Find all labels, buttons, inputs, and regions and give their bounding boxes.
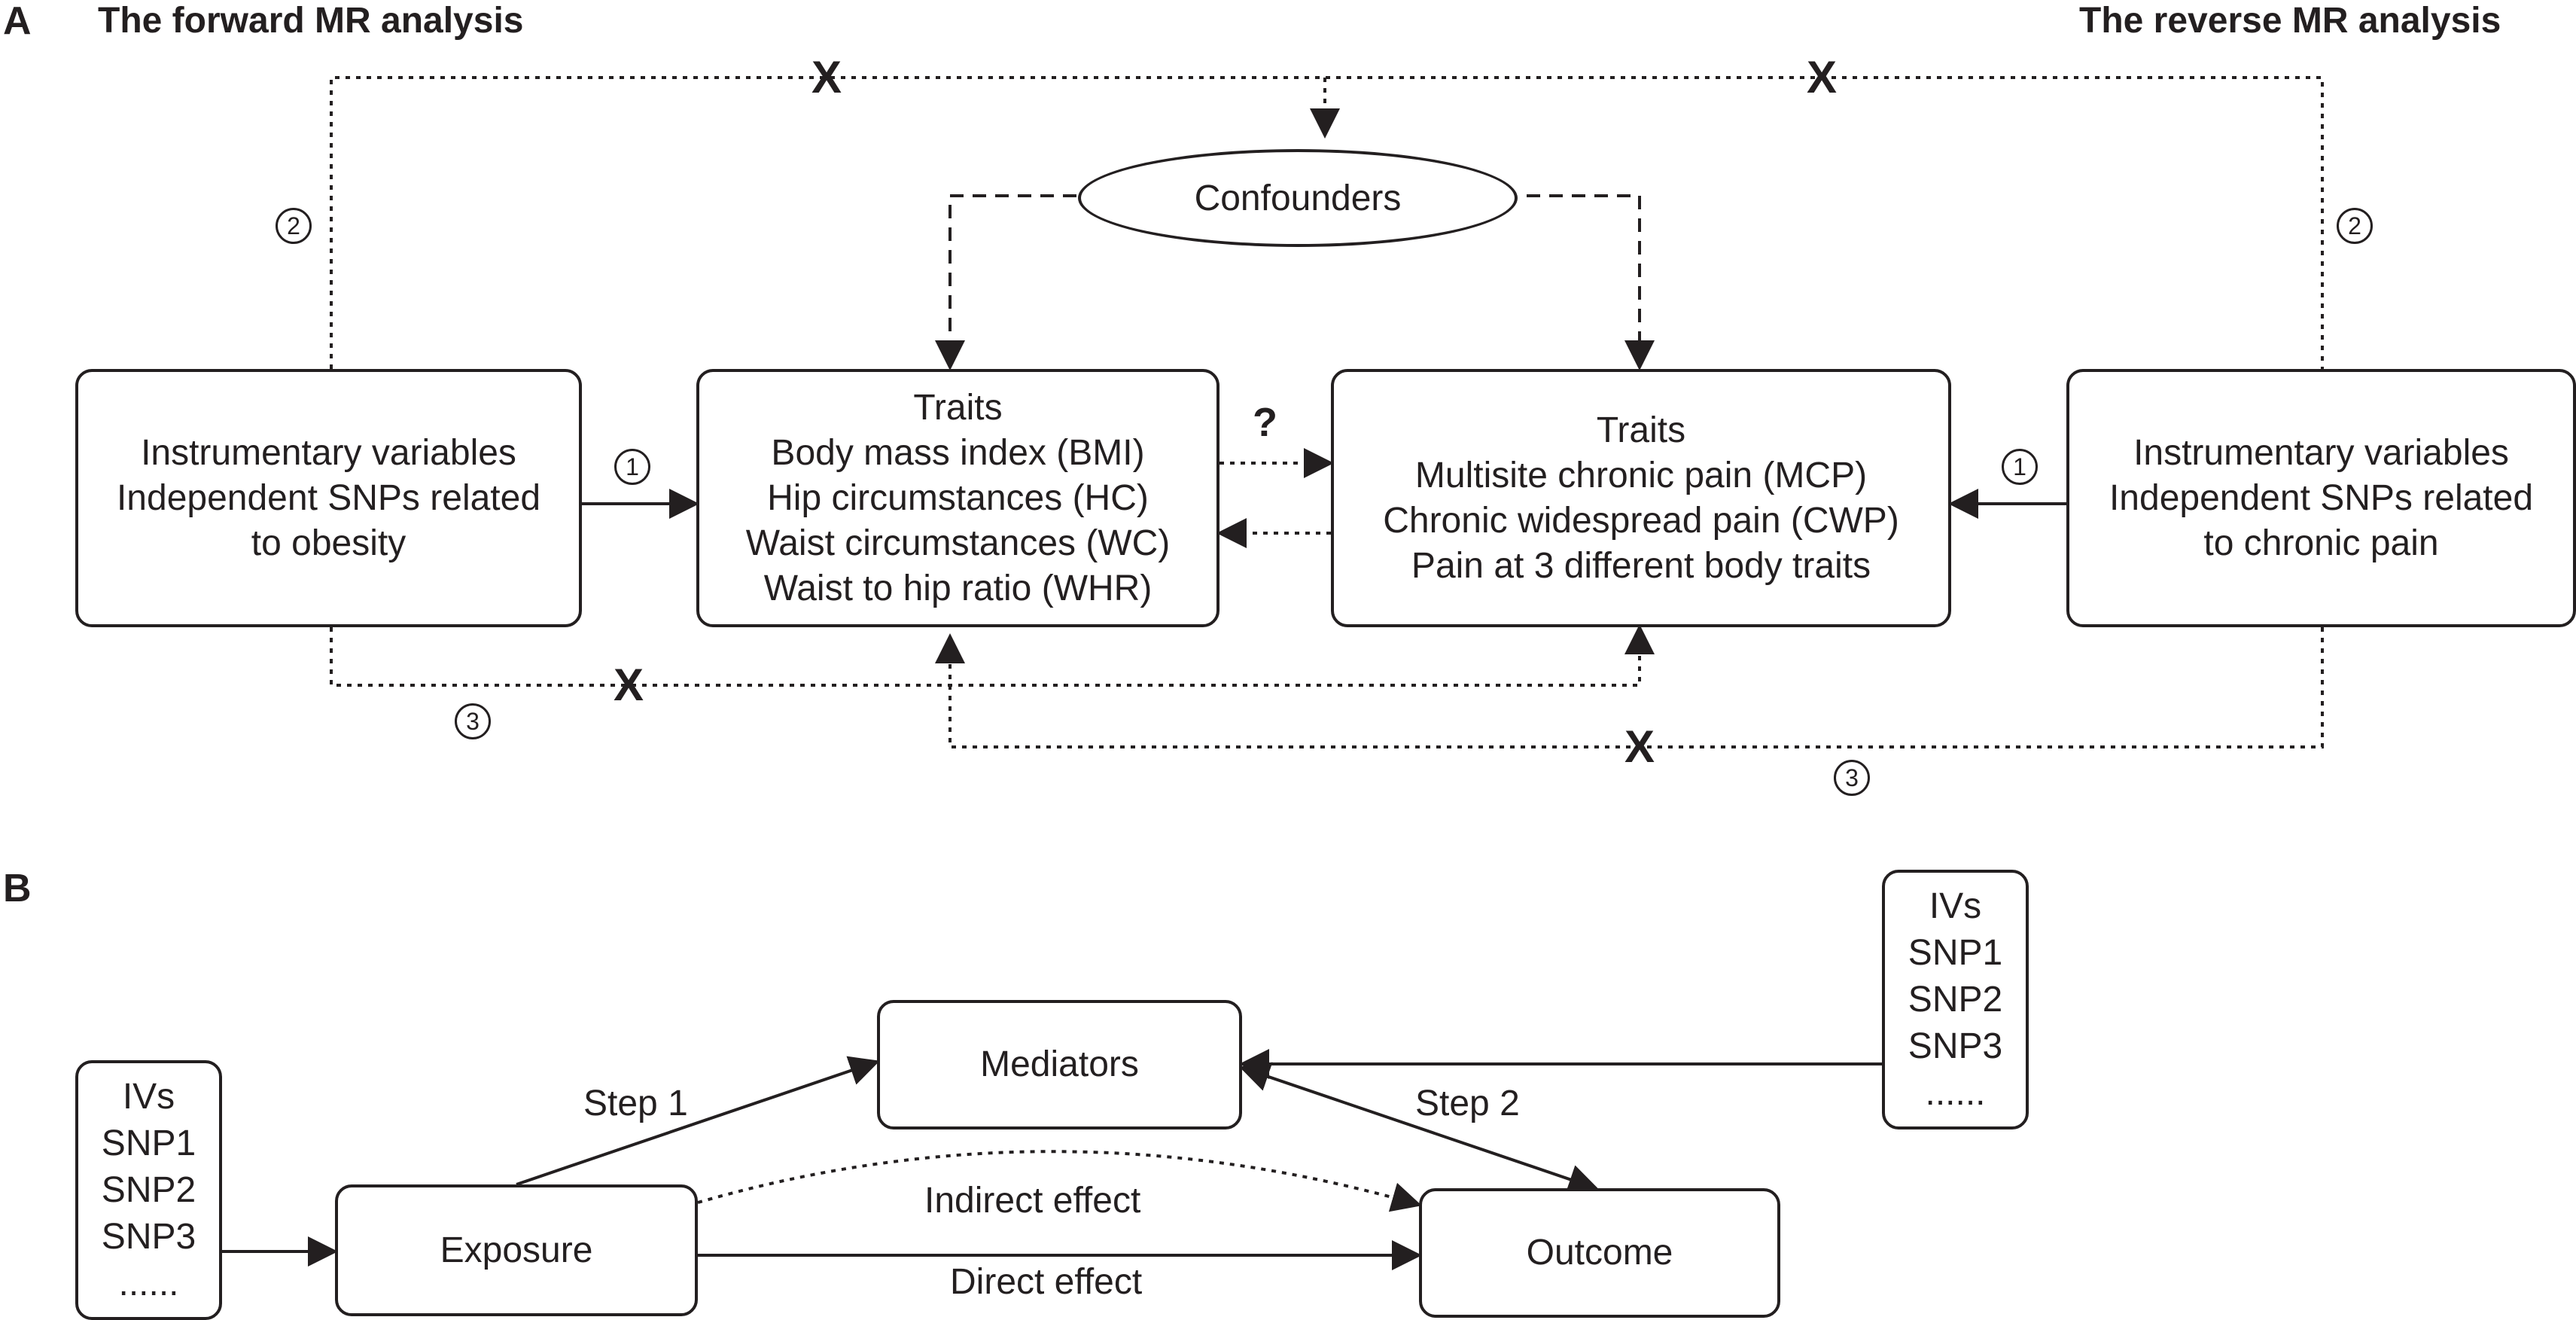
obesity-traits-box: Traits Body mass index (BMI) Hip circums… — [696, 369, 1219, 627]
reverse-mr-title: The reverse MR analysis — [2079, 1, 2501, 41]
obesity-traits-line-2: Body mass index (BMI) — [771, 432, 1145, 473]
iv-obesity-line-1: Instrumentary variables — [141, 432, 516, 473]
forward-direct-path — [330, 624, 1655, 687]
step-1-marker-left: 1 — [614, 449, 650, 485]
confounders-node: Confounders — [1078, 149, 1518, 247]
forward-confounder-path — [330, 76, 2324, 369]
outcome-box: Outcome — [1419, 1188, 1780, 1318]
iv-obesity-line-2: Independent SNPs related — [116, 477, 541, 518]
x-mark-top-left: X — [811, 52, 842, 102]
obesity-traits-line-5: Waist to hip ratio (WHR) — [763, 568, 1153, 608]
outcome-label: Outcome — [1526, 1233, 1673, 1273]
exposure-box: Exposure — [335, 1184, 698, 1316]
exposure-label: Exposure — [440, 1230, 593, 1270]
pain-traits-line-1: Traits — [1596, 410, 1686, 450]
step1-arrow — [516, 1056, 880, 1186]
ivs-right-line-4: SNP3 — [1908, 1026, 2003, 1066]
pain-traits-line-2: Multisite chronic pain (MCP) — [1414, 455, 1868, 495]
ivs-right-line-5: ...... — [1925, 1072, 1986, 1113]
x-mark-top-right: X — [1806, 52, 1838, 102]
ivs-right-line-2: SNP1 — [1908, 932, 2003, 973]
step-3-marker-right: 3 — [1834, 760, 1870, 796]
mediators-label: Mediators — [980, 1044, 1139, 1084]
step-1-marker-right: 1 — [2002, 449, 2038, 485]
indirect-effect-label: Indirect effect — [924, 1181, 1141, 1221]
iv-pain-line-3: to chronic pain — [2203, 523, 2439, 563]
ivs-left-line-2: SNP1 — [101, 1123, 196, 1163]
question-mark: ? — [1253, 400, 1277, 445]
step-3-marker-left: 3 — [455, 703, 491, 739]
ivs-right-line-3: SNP2 — [1908, 979, 2003, 1020]
panel-a-label: A — [3, 0, 32, 43]
iv-obesity-box: Instrumentary variables Independent SNPs… — [75, 369, 582, 627]
step2-arrow — [1239, 1062, 1599, 1194]
direct-effect-label: Direct effect — [950, 1262, 1143, 1302]
obesity-traits-line-3: Hip circumstances (HC) — [767, 477, 1149, 518]
pain-traits-line-4: Pain at 3 different body traits — [1411, 545, 1871, 586]
mediators-box: Mediators — [877, 1000, 1242, 1129]
x-mark-bottom-reverse: X — [1624, 721, 1655, 772]
obesity-traits-line-4: Waist circumstances (WC) — [745, 523, 1171, 563]
step-2-label: Step 2 — [1415, 1084, 1520, 1123]
ivs-left-box: IVs SNP1 SNP2 SNP3 ...... — [75, 1060, 222, 1320]
ivs-right-line-1: IVs — [1929, 886, 1982, 926]
step-1-label: Step 1 — [583, 1084, 688, 1123]
iv-pain-box: Instrumentary variables Independent SNPs… — [2066, 369, 2576, 627]
x-mark-bottom-forward: X — [613, 660, 644, 710]
indirect-effect-arrow — [697, 1150, 1422, 1212]
step-2-marker-right: 2 — [2337, 208, 2373, 244]
ivs-left-line-3: SNP2 — [101, 1169, 196, 1210]
pain-traits-box: Traits Multisite chronic pain (MCP) Chro… — [1331, 369, 1951, 627]
pain-traits-line-3: Chronic widespread pain (CWP) — [1383, 500, 1899, 541]
forward-mr-title: The forward MR analysis — [98, 1, 524, 41]
ivs-right-box: IVs SNP1 SNP2 SNP3 ...... — [1882, 870, 2029, 1129]
ivs-left-line-5: ...... — [118, 1263, 179, 1303]
obesity-traits-line-1: Traits — [913, 387, 1003, 428]
confounders-label: Confounders — [1194, 178, 1402, 218]
confounder-to-obesity-arrow — [935, 194, 1076, 370]
iv-pain-line-2: Independent SNPs related — [2109, 477, 2534, 518]
step-2-marker-left: 2 — [276, 208, 312, 244]
ivs-left-line-1: IVs — [122, 1076, 175, 1117]
panel-b-label: B — [3, 867, 32, 910]
iv-pain-line-1: Instrumentary variables — [2133, 432, 2509, 473]
iv-obesity-line-3: to obesity — [251, 523, 406, 563]
ivs-left-line-4: SNP3 — [101, 1216, 196, 1257]
confounder-to-pain-arrow — [1527, 194, 1655, 370]
